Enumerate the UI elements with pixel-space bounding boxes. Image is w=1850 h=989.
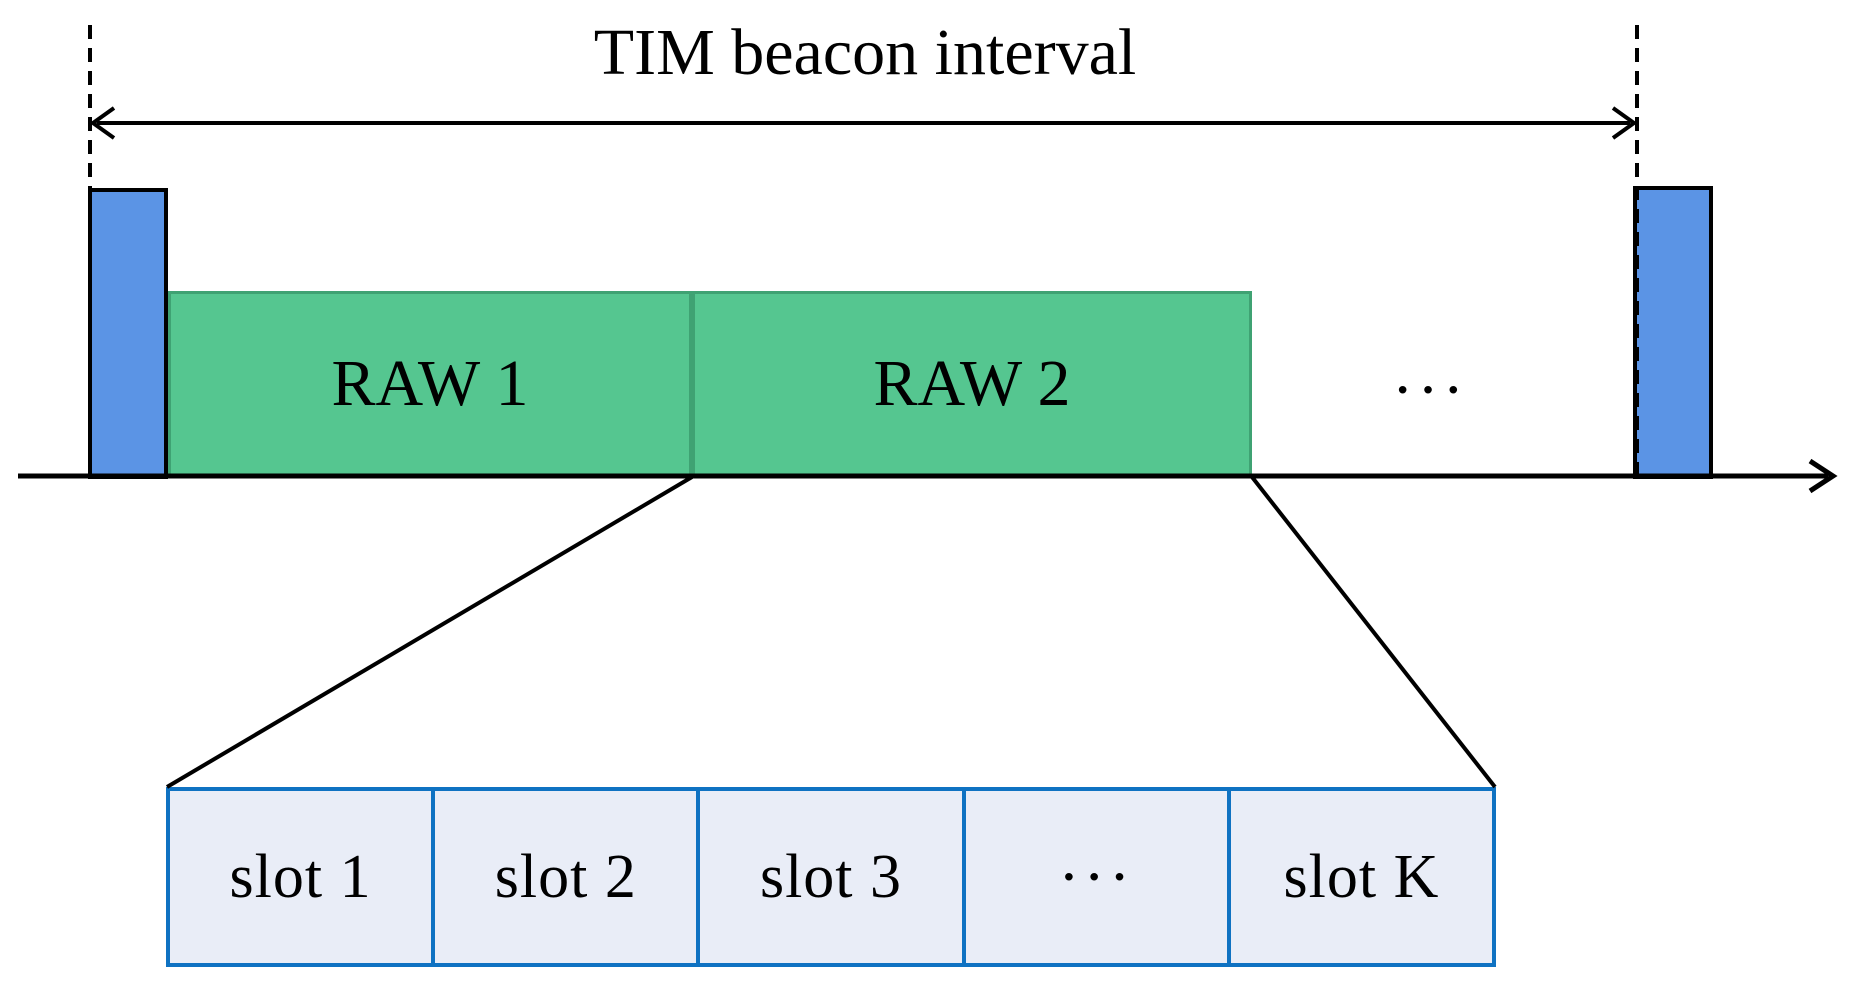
expansion-line-right <box>1250 475 1497 789</box>
beacon-bar-right <box>1633 186 1713 479</box>
slot-table: slot 1 slot 2 slot 3 ··· slot K <box>166 787 1496 967</box>
interval-arrowhead-right-icon <box>1611 106 1638 140</box>
interval-arrowhead-left-icon <box>89 106 116 140</box>
slot-3-label: slot 3 <box>759 843 903 911</box>
slot-k-label: slot K <box>1283 843 1440 911</box>
raw-2-block: RAW 2 <box>692 291 1252 477</box>
slot-1-label: slot 1 <box>229 843 372 911</box>
slot-cell-ellipsis: ··· <box>961 791 1227 963</box>
raw-row: RAW 1 RAW 2 <box>168 291 1252 477</box>
slot-cell-k: slot K <box>1226 791 1492 963</box>
slot-cell-3: slot 3 <box>696 791 961 963</box>
timeline-ellipsis: ··· <box>1392 354 1468 425</box>
expansion-line-left <box>165 475 694 789</box>
time-axis-arrowhead-icon <box>1808 458 1838 494</box>
slot-2-label: slot 2 <box>494 843 637 911</box>
diagram-title: TIM beacon interval <box>593 16 1137 89</box>
raw-1-label: RAW 1 <box>331 347 529 420</box>
slot-cell-2: slot 2 <box>431 791 696 963</box>
slot-cell-1: slot 1 <box>170 791 431 963</box>
raw-1-block: RAW 1 <box>168 291 692 477</box>
slot-ellipsis-label: ··· <box>1058 841 1135 912</box>
beacon-bar-left <box>88 188 168 479</box>
raw-2-label: RAW 2 <box>873 347 1071 420</box>
